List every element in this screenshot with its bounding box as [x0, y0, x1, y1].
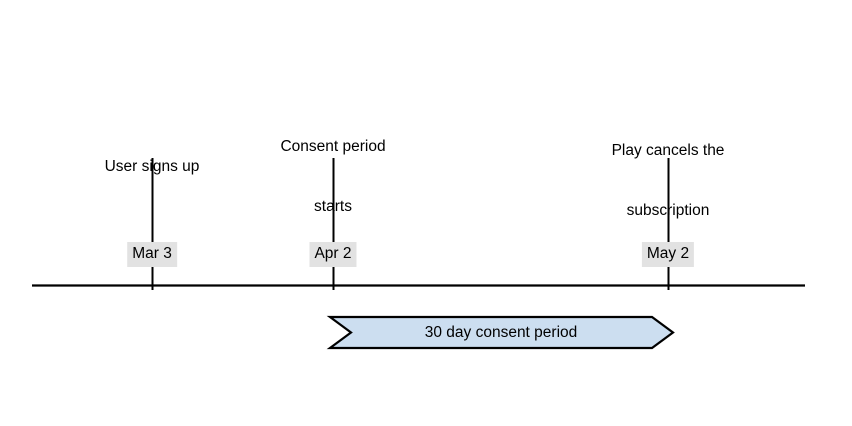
- date-chip-user-signs-up: Mar 3: [127, 242, 177, 267]
- event-label-consent-period-starts: Consent period starts: [280, 97, 385, 257]
- date-chip-consent-period-starts: Apr 2: [309, 242, 357, 267]
- event-label-line: Consent period: [280, 138, 386, 155]
- event-label-line: User signs up: [104, 158, 200, 175]
- date-chip-play-cancels-subscription: May 2: [641, 242, 695, 267]
- event-label-line: Play cancels the: [611, 142, 725, 159]
- event-label-user-signs-up: User signs up: [105, 117, 200, 217]
- event-label-line: subscription: [626, 202, 710, 219]
- event-label-line: starts: [314, 198, 352, 215]
- event-label-play-cancels-subscription: Play cancels the subscription: [612, 101, 725, 261]
- consent-period-banner-shape: [326, 315, 675, 350]
- consent-period-banner-label: 30 day consent period: [424, 324, 578, 341]
